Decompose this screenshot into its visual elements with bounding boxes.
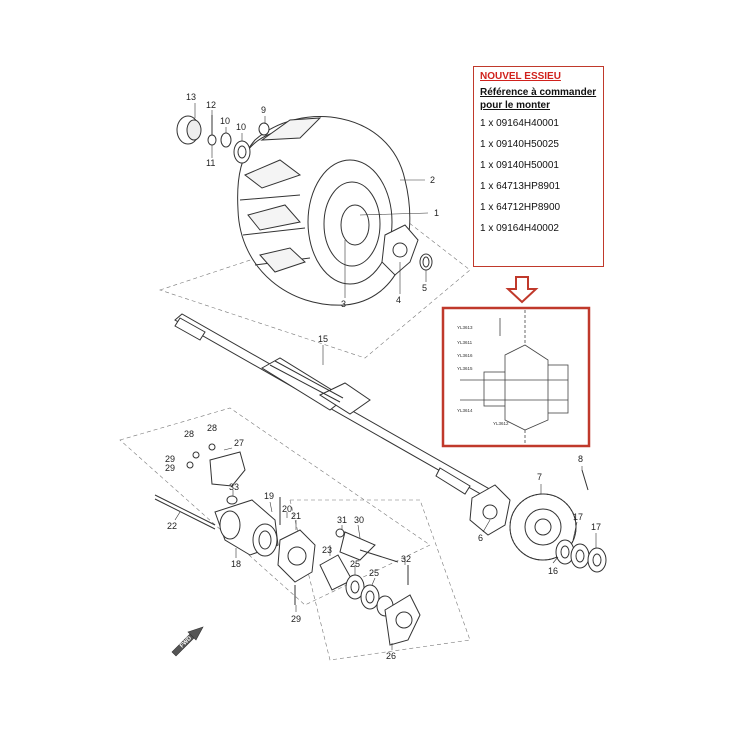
fwd-arrow-icon: FWD [171,626,204,657]
down-arrow-icon [505,276,539,304]
callout-28b: 28 [207,423,217,433]
callout-25: 25 [350,559,360,569]
new-axle-info-box: NOUVEL ESSIEU Référence à commander pour… [473,66,604,267]
callout-15: 15 [318,334,328,344]
reference-item: 1 x 09140H50025 [480,139,559,150]
callout-12: 12 [206,100,216,110]
inset-detail: YL3613 YL3611 YL3616 YL3615 YL3614 YL361… [441,306,591,448]
callout-numbers: 1 2 3 4 5 6 7 8 9 10 11 12 13 10 15 16 1… [165,92,601,661]
info-box-title: NOUVEL ESSIEU [480,71,561,82]
reference-item: 1 x 09164H40002 [480,223,559,234]
callout-4: 4 [396,295,401,305]
inset-label: YL3611 [457,340,473,345]
callout-17b: 17 [591,522,601,532]
callout-9: 9 [261,105,266,115]
callout-19: 19 [264,491,274,501]
inset-label: YL3612 [493,421,509,426]
callout-23: 23 [322,545,332,555]
callout-30: 30 [354,515,364,525]
callout-20: 20 [282,504,292,514]
callout-11: 11 [206,158,215,168]
inset-label: YL3614 [457,408,473,413]
inset-label: YL3613 [457,325,473,330]
lower-hub-parts [319,528,421,646]
callout-26: 26 [386,651,396,661]
callout-29c: 29 [291,614,301,624]
callout-25b: 25 [369,568,379,578]
callout-3: 3 [341,299,346,309]
callout-29b: 29 [165,463,175,473]
leader-lines [174,103,597,650]
mount-bracket [186,443,246,505]
callout-13: 13 [186,92,196,102]
callout-7: 7 [537,472,542,482]
callout-27: 27 [234,438,244,448]
callout-33: 33 [229,482,239,492]
callout-16: 16 [548,566,558,576]
bearing-carrier [154,494,279,557]
info-box-subtitle: Référence à commander pour le monter [480,87,597,111]
bearing-parts-top [176,115,270,164]
reference-item: 1 x 64713HP8901 [480,181,561,192]
callout-8: 8 [578,454,583,464]
callout-6: 6 [478,533,483,543]
callout-5: 5 [422,283,427,293]
callout-32: 32 [401,554,411,564]
reference-item: 1 x 09140H50001 [480,160,559,171]
dashed-group-outlines [119,211,471,661]
hub-and-seal [381,224,433,276]
callout-28: 28 [184,429,194,439]
callout-10b: 10 [236,122,246,132]
reference-item: 1 x 09164H40001 [480,118,559,129]
callout-31: 31 [337,515,347,525]
reference-item: 1 x 64712HP8900 [480,202,561,213]
brake-disc-assembly [469,469,607,573]
sprocket-hub [277,497,316,605]
callout-17: 17 [573,512,583,522]
inset-label: YL3615 [457,366,473,371]
callout-22: 22 [167,521,177,531]
callout-29: 29 [165,454,175,464]
tire-assembly [237,116,411,306]
callout-10: 10 [220,116,230,126]
callout-18: 18 [231,559,241,569]
inset-label: YL3616 [457,353,473,358]
callout-21: 21 [291,511,301,521]
axle-shaft [174,313,501,502]
callout-2: 2 [430,175,435,185]
callout-1: 1 [434,208,439,218]
